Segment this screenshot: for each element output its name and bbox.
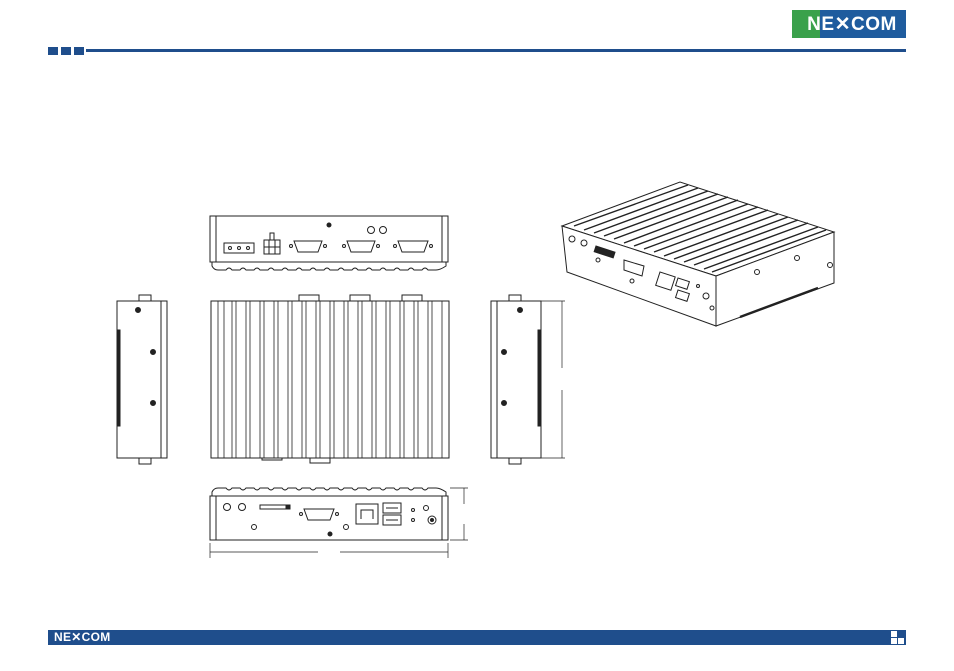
- footer-bar: NE✕COM: [48, 630, 906, 645]
- footer-square: [898, 638, 904, 644]
- top-view: [211, 295, 449, 463]
- footer-squares: [890, 630, 906, 645]
- footer-square: [891, 631, 897, 637]
- isometric-view: [562, 182, 834, 326]
- footer-logo: NE✕COM: [54, 630, 111, 645]
- right-side-view: [491, 295, 565, 464]
- front-view: [210, 488, 468, 558]
- footer-square: [891, 638, 897, 644]
- left-side-view: [117, 295, 167, 464]
- rear-view: [210, 216, 448, 270]
